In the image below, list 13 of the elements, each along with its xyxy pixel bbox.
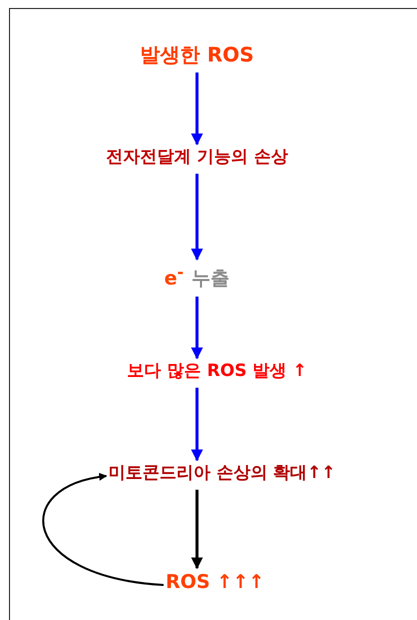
step-label: 미토콘드리아 손상의 확대↑↑ <box>108 464 336 484</box>
result-label: ROS ↑↑↑ <box>166 572 264 594</box>
step-label: 보다 많은 ROS 발생 ↑ <box>127 362 307 382</box>
arrow <box>191 174 203 261</box>
cause-label: 발생한 ROS <box>140 44 254 66</box>
feedback-arrow <box>42 473 164 586</box>
electron-symbol: e$^{-}$ <box>164 263 184 291</box>
arrow <box>191 296 203 360</box>
arrow <box>191 490 203 570</box>
step-label: 전자전달계 기능의 손상 <box>106 148 288 168</box>
step-label: 누출 <box>192 268 230 291</box>
arrow <box>191 388 203 462</box>
arrow <box>191 72 203 146</box>
